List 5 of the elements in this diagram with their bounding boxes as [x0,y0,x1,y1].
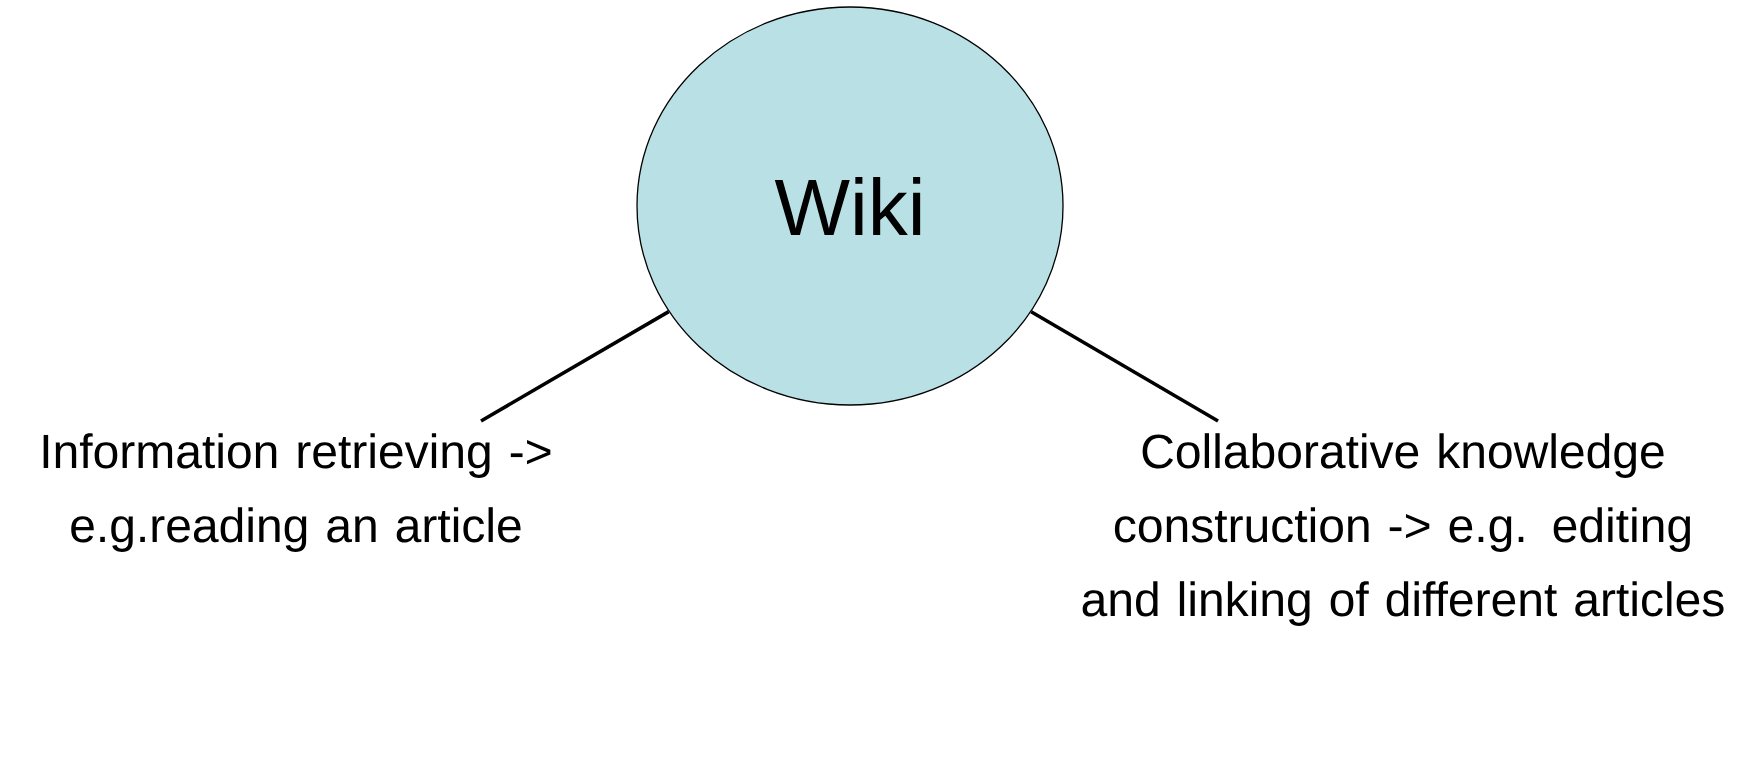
connector-line [1030,310,1219,423]
ellipse-node: Wiki [636,6,1064,406]
connector-line [480,310,670,423]
branch-text: Information retrieving -> e.g.reading an article [43,433,551,552]
branch-text: Collaborative knowledge construction -> e.g. editing and linking of different articles [1082,433,1724,626]
